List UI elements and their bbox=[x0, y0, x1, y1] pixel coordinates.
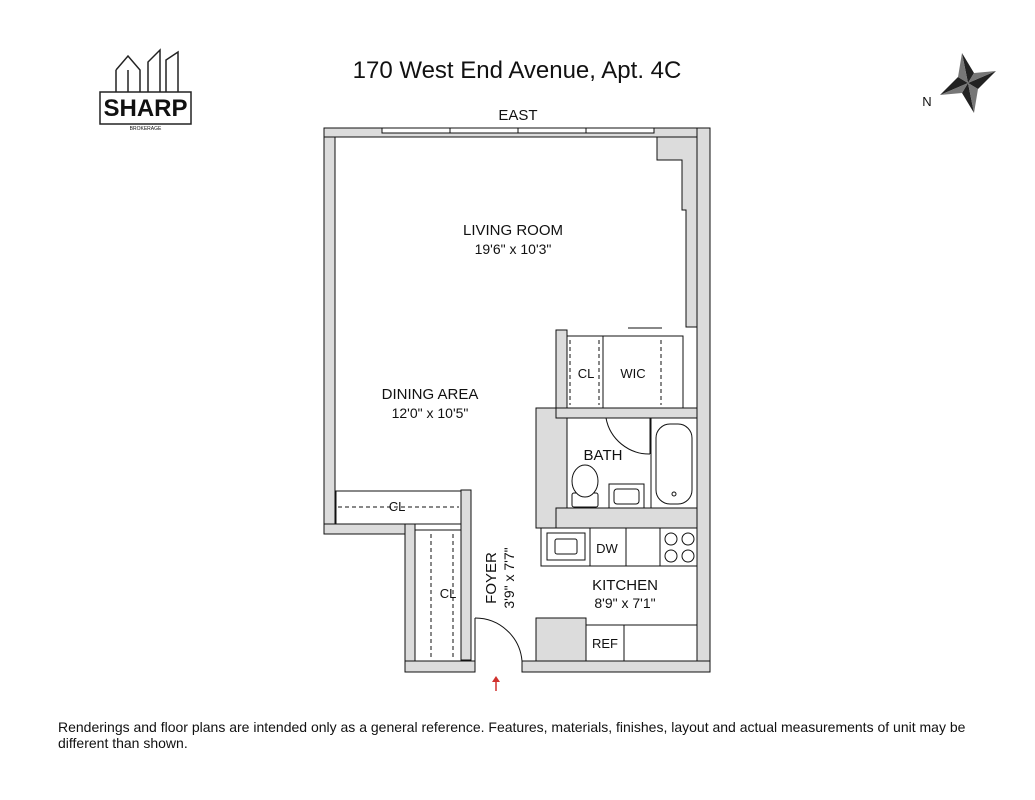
living-room-label: LIVING ROOM bbox=[463, 222, 563, 239]
wic-label: WIC bbox=[620, 366, 645, 381]
sharp-logo: SHARP BROKERAGE bbox=[99, 48, 192, 132]
refrigerator-label: REF bbox=[592, 636, 618, 651]
orientation-label: EAST bbox=[498, 107, 537, 124]
stove bbox=[664, 532, 695, 563]
living-room-dims: 19'6" x 10'3" bbox=[475, 241, 552, 257]
toilet bbox=[571, 464, 599, 508]
logo-subtitle: BROKERAGE bbox=[130, 126, 162, 132]
foyer-dims: 3'9" x 7'7" bbox=[501, 547, 517, 608]
closet-foyer-label: CL bbox=[440, 586, 457, 601]
page-title: 170 West End Avenue, Apt. 4C bbox=[353, 57, 682, 84]
closet-dining-label: CL bbox=[389, 499, 406, 514]
bath-label: BATH bbox=[584, 447, 623, 464]
dining-area-label: DINING AREA bbox=[382, 386, 479, 403]
east-windows bbox=[381, 127, 655, 134]
foyer-label: FOYER bbox=[483, 552, 500, 604]
kitchen-dims: 8'9" x 7'1" bbox=[594, 595, 655, 611]
entry-arrow-icon bbox=[492, 676, 500, 691]
bathtub bbox=[650, 417, 698, 509]
closet-upper-label: CL bbox=[578, 366, 595, 381]
compass-rose-icon bbox=[940, 53, 996, 113]
logo-brand: SHARP bbox=[103, 95, 187, 122]
disclaimer-text: Renderings and floor plans are intended … bbox=[58, 719, 966, 751]
dining-area-dims: 12'0" x 10'5" bbox=[392, 405, 469, 421]
dishwasher-label: DW bbox=[596, 541, 618, 556]
kitchen-counters bbox=[540, 527, 698, 662]
bath-sink bbox=[608, 483, 645, 509]
compass-north-label: N bbox=[922, 94, 931, 109]
walls bbox=[323, 127, 711, 673]
kitchen-label: KITCHEN bbox=[592, 577, 658, 594]
interior-partitions bbox=[335, 327, 684, 662]
